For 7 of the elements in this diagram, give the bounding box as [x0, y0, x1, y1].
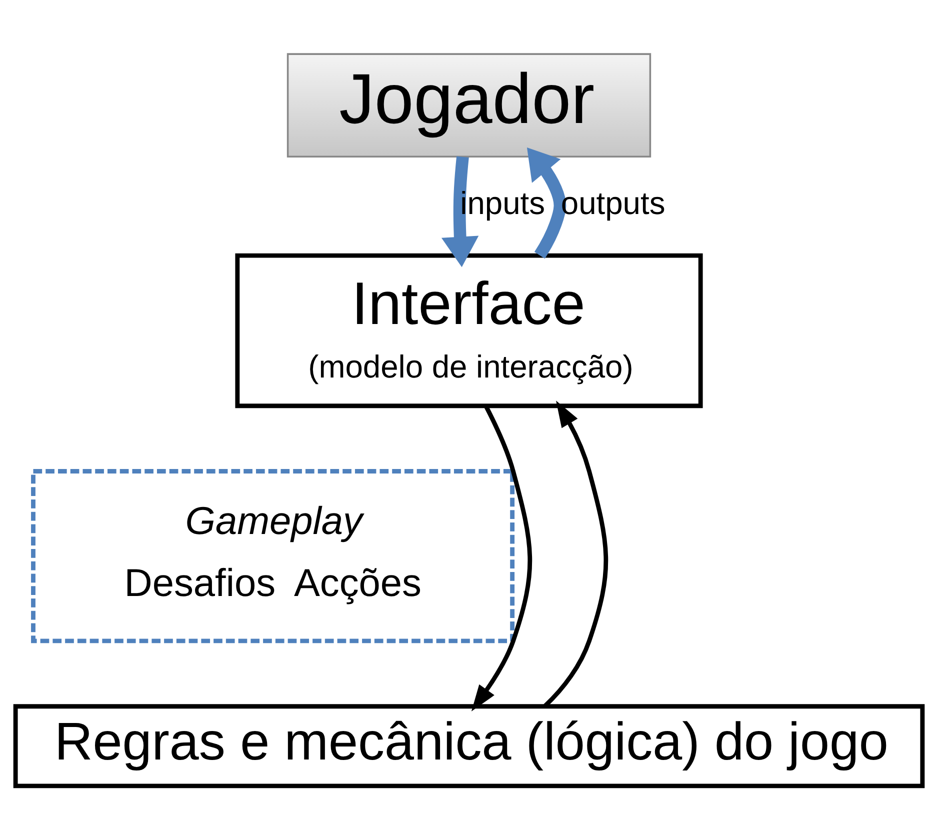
arrow — [526, 147, 566, 258]
node-box: Jogador — [286, 52, 652, 157]
node-box: Regras e mecânica (lógica) do jogo — [13, 704, 925, 788]
node-box: Gameplay Desafios Acções — [31, 468, 515, 643]
arrow — [543, 400, 608, 708]
node-box: Interface (modelo de interacção) — [235, 252, 703, 408]
arrow — [441, 156, 479, 267]
